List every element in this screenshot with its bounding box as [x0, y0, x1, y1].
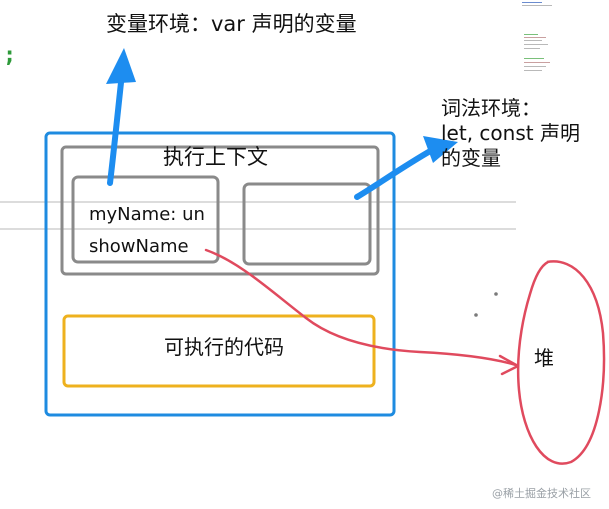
variable-showname: showName [89, 236, 189, 257]
heap-reference-arrowhead [498, 354, 520, 376]
executable-code-label: 可执行的代码 [164, 335, 284, 359]
executable-code-box [62, 314, 376, 388]
code-semicolon: ; [3, 43, 17, 68]
dot-marker [474, 313, 478, 317]
execution-context-box [60, 145, 380, 276]
arrow-head-variable-environment [106, 48, 136, 84]
watermark: @稀土掘金技术社区 [492, 487, 591, 500]
execution-context-title: 执行上下文 [163, 145, 268, 169]
variable-myname: myName: un [89, 204, 205, 225]
lexical-environment-box [242, 182, 372, 266]
minimap [518, 0, 568, 90]
lexical-environment-label: 词法环境： let, const 声明 的变量 [441, 96, 580, 171]
outer-context-box [44, 131, 396, 417]
lexical-environment-label-line2: let, const 声明 [441, 121, 580, 145]
lexical-environment-label-line1: 词法环境： [441, 96, 541, 120]
heap-label: 堆 [534, 346, 554, 370]
dot-marker [494, 292, 498, 296]
arrow-head-lexical-environment [423, 136, 458, 163]
arrow-to-lexical-environment [354, 147, 435, 200]
heap-reference-line [204, 248, 518, 367]
variable-environment-label: 变量环境：var 声明的变量 [106, 12, 357, 36]
guide-line-bottom [0, 228, 516, 230]
heap-shape [516, 260, 606, 465]
guide-line-top [0, 201, 516, 203]
variable-environment-box [71, 175, 220, 264]
lexical-environment-label-line3: 的变量 [441, 146, 501, 170]
